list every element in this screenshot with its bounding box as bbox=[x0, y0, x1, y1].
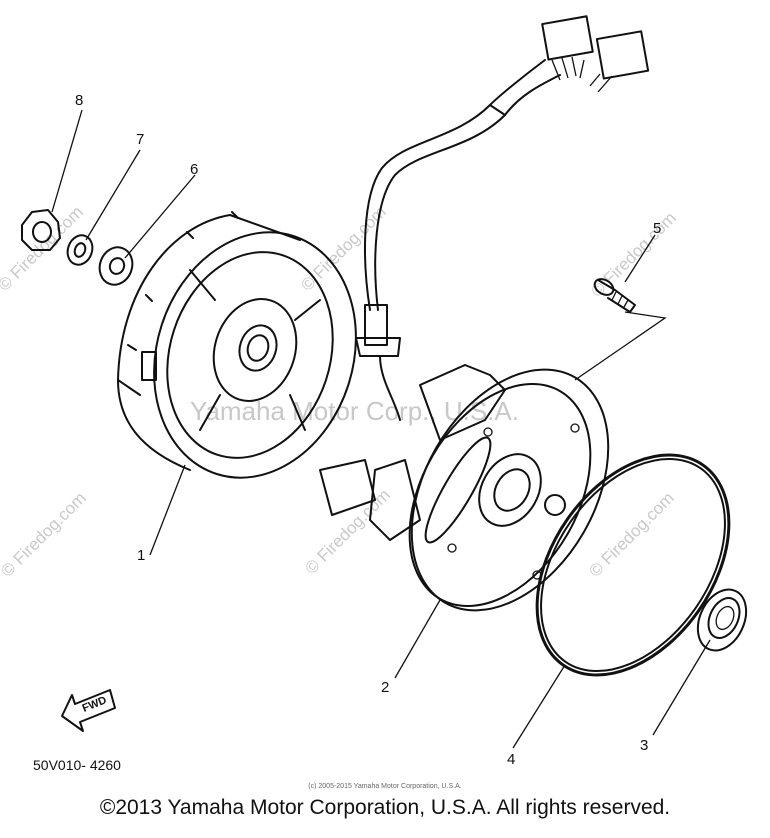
forward-arrow: FWD bbox=[61, 689, 116, 732]
label-part-8: 8 bbox=[75, 92, 83, 109]
part-flywheel-rotor bbox=[117, 211, 357, 479]
part-washer bbox=[98, 246, 134, 286]
stator-coils bbox=[419, 364, 506, 441]
part-stator-assembly bbox=[319, 364, 610, 612]
label-part-5: 5 bbox=[653, 220, 661, 237]
label-part-4: 4 bbox=[507, 751, 515, 768]
pickup-coil bbox=[319, 459, 376, 516]
watermark-left-top: © Firedog.com bbox=[0, 202, 87, 294]
part-lock-washer bbox=[66, 234, 94, 266]
part-screw bbox=[593, 278, 636, 313]
part-nut bbox=[21, 209, 61, 251]
part-numbers: 1 2 3 4 5 6 7 8 bbox=[75, 92, 661, 768]
drawing-code: 50V010- 4260 bbox=[33, 757, 121, 773]
label-part-2: 2 bbox=[381, 679, 389, 696]
wire-harness bbox=[355, 15, 650, 421]
small-copyright: (c) 2005-2015 Yamaha Motor Corporation, … bbox=[308, 783, 462, 790]
connector-two bbox=[595, 30, 650, 80]
part-oil-seal bbox=[696, 588, 748, 652]
part-o-ring bbox=[535, 453, 731, 677]
rotor-window bbox=[141, 351, 157, 381]
leader-lines bbox=[51, 109, 711, 749]
label-part-1: 1 bbox=[137, 547, 145, 564]
fwd-arrow-icon bbox=[61, 689, 116, 732]
connector-one bbox=[541, 15, 594, 61]
label-part-3: 3 bbox=[640, 737, 648, 754]
label-part-7: 7 bbox=[136, 131, 144, 148]
footer-copyright: ©2013 Yamaha Motor Corporation, U.S.A. A… bbox=[99, 796, 671, 819]
wire-clamp bbox=[364, 304, 388, 346]
watermark-left-bottom: © Firedog.com bbox=[0, 488, 90, 580]
watermark-right-bottom: © Firedog.com bbox=[585, 488, 677, 580]
watermark-center-bottom: © Firedog.com bbox=[301, 485, 393, 577]
watermark-right-top: © Firedog.com bbox=[587, 208, 679, 300]
label-part-6: 6 bbox=[190, 161, 198, 178]
